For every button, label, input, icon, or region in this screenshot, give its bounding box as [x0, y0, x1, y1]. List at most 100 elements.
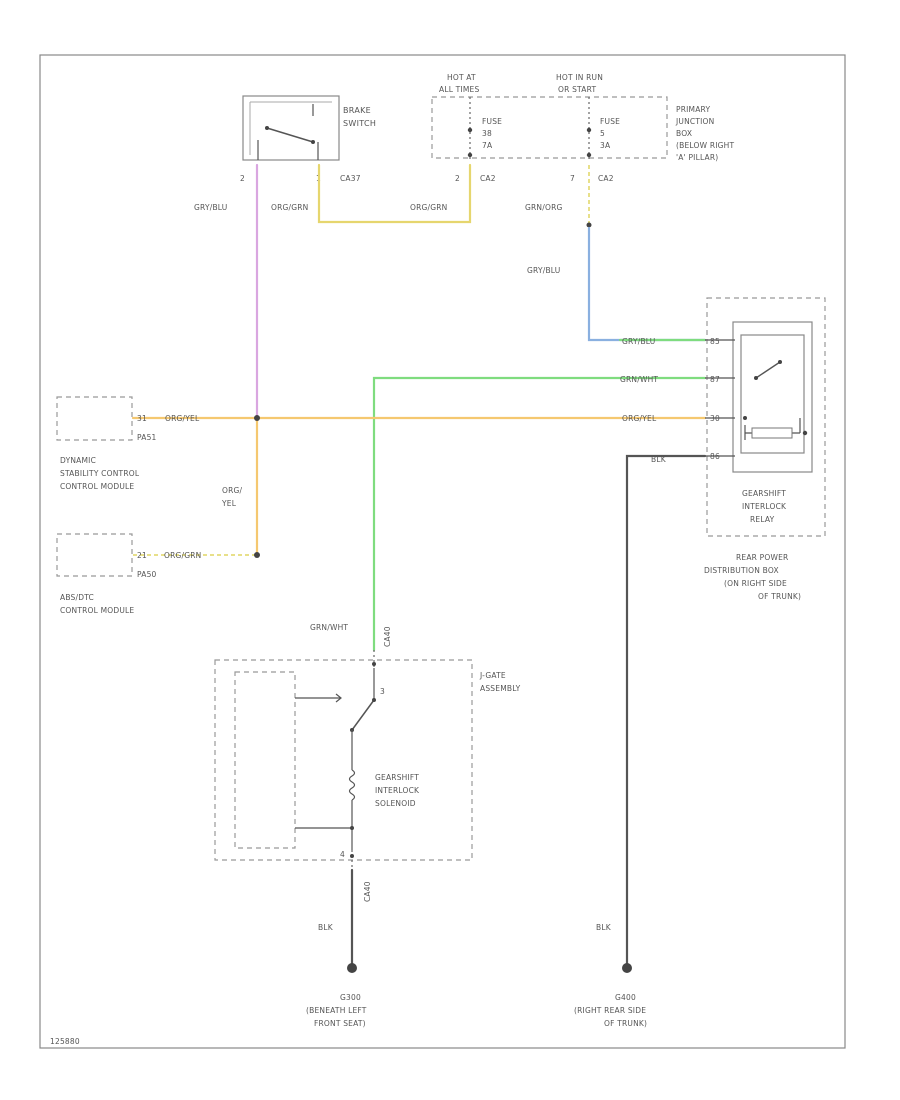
junction-box-outline: [431, 96, 668, 159]
ground-2-label-3: OF TRUNK): [604, 1019, 647, 1028]
dsc-module-box: [56, 396, 133, 441]
abs-module-box: [56, 533, 133, 577]
solenoid-label-2: INTERLOCK: [375, 786, 420, 795]
brake-switch-label-1: BRAKE: [343, 106, 371, 115]
jbox-pin-fuse1: 2: [455, 174, 460, 183]
jbox-label-2: JUNCTION: [675, 117, 714, 126]
ground-g400: G400 (RIGHT REAR SIDE OF TRUNK): [574, 963, 647, 1028]
ground-1-label-3: FRONT SEAT): [314, 1019, 366, 1028]
rear-power-distribution-box: [706, 297, 826, 537]
relay-pin-1: 85: [710, 337, 720, 346]
rpdb-label-2: DISTRIBUTION BOX: [704, 566, 779, 575]
lbl-blk-jgate: BLK: [318, 923, 334, 932]
lbl-grn-wht-jgate: GRN/WHT: [310, 623, 348, 632]
jbox-label-5: 'A' PILLAR): [676, 153, 718, 162]
ground-g300-icon: [347, 963, 357, 973]
brake-connector: CA37: [340, 174, 361, 183]
hot-at-2-line1: HOT IN RUN: [556, 73, 603, 82]
dsc-connector: PA51: [137, 433, 157, 442]
lbl-org-grn-abs: ORG/GRN: [164, 551, 202, 560]
solenoid-label-3: SOLENOID: [375, 799, 416, 808]
relay-contact: [755, 361, 781, 379]
ground-1-label-1: G300: [340, 993, 361, 1002]
j-gate-box: [214, 659, 473, 861]
wire-blk-relay-ground: [625, 454, 707, 970]
jgate-pin-top: 3: [380, 687, 385, 696]
primary-junction-box: HOT AT ALL TIMES HOT IN RUN OR START FUS…: [431, 73, 734, 183]
jgate-label-2: ASSEMBLY: [480, 684, 521, 693]
brake-switch-box: [242, 95, 340, 161]
ground-g400-icon: [622, 963, 632, 973]
solenoid-label-1: GEARSHIFT: [375, 773, 419, 782]
jbox-label-3: BOX: [676, 129, 692, 138]
lbl-org-yel-dsc: ORG/YEL: [165, 414, 200, 423]
brake-switch: BRAKE SWITCH 2 1 CA37: [240, 95, 376, 183]
dsc-label-2: STABILITY CONTROL: [60, 469, 140, 478]
fuse-1-l3: 7A: [482, 141, 493, 150]
dsc-label-1: DYNAMIC: [60, 456, 96, 465]
jgate-conn-top: CA40: [383, 626, 392, 647]
brake-switch-label-2: SWITCH: [343, 119, 376, 128]
jbox-conn-fuse2: CA2: [598, 174, 614, 183]
abs-label-1: ABS/DTC: [60, 593, 94, 602]
lbl-gry-blu-brake: GRY/BLU: [194, 203, 228, 212]
hot-at-1-line2: ALL TIMES: [439, 85, 479, 94]
rpdb-label-1: REAR POWER: [736, 553, 788, 562]
wire-grn-wht: [372, 376, 707, 652]
jgate-label-1: J-GATE: [479, 671, 506, 680]
lbl-org-yel-vert-2: YEL: [221, 499, 237, 508]
lbl-blk-relay: BLK: [651, 455, 667, 464]
lbl-org-grn-fuse: ORG/GRN: [410, 203, 448, 212]
dsc-label-3: CONTROL MODULE: [60, 482, 134, 491]
fuse-1-l1: FUSE: [482, 117, 502, 126]
relay-pin-4: 86: [710, 452, 720, 461]
jgate-switch: [351, 699, 375, 731]
jbox-conn-fuse1: CA2: [480, 174, 496, 183]
lbl-grn-wht-relay: GRN/WHT: [620, 375, 658, 384]
j-gate-inner: [234, 671, 296, 849]
lbl-gry-blu-relay-v: GRY/BLU: [527, 266, 561, 275]
fuse-2-l1: FUSE: [600, 117, 620, 126]
relay-coil: [751, 427, 793, 439]
ground-g300: G300 (BENEATH LEFT FRONT SEAT): [306, 963, 367, 1028]
wire-gry-blu-relay: [587, 226, 707, 342]
relay-label-3: RELAY: [750, 515, 775, 524]
relay-label-1: GEARSHIFT: [742, 489, 786, 498]
jgate-pin-bottom: 4: [340, 850, 345, 859]
ground-2-label-1: G400: [615, 993, 636, 1002]
lbl-blk-relay-ground: BLK: [596, 923, 612, 932]
fuse-1-l2: 38: [482, 129, 492, 138]
abs-pin: 21: [137, 551, 147, 560]
j-gate-assembly: CA40 3 4 CA40 J-GATE ASSEMBLY GEARSHIFT …: [214, 626, 521, 902]
relay-pin-2: 87: [710, 375, 720, 384]
relay-inner: [740, 334, 805, 454]
hot-at-1-line1: HOT AT: [447, 73, 476, 82]
ground-2-label-2: (RIGHT REAR SIDE: [574, 1006, 646, 1015]
hot-at-2-line2: OR START: [558, 85, 596, 94]
abs-module: 21 PA50 ABS/DTC CONTROL MODULE: [56, 533, 157, 615]
fuse-2-l2: 5: [600, 129, 605, 138]
diagram-frame: [39, 54, 846, 1049]
dsc-module: 31 PA51 DYNAMIC STABILITY CONTROL CONTRO…: [56, 396, 157, 491]
jbox-pin-fuse2: 7: [570, 174, 575, 183]
solenoid-coil: [348, 769, 356, 801]
abs-label-2: CONTROL MODULE: [60, 606, 134, 615]
ground-1-label-2: (BENEATH LEFT: [306, 1006, 367, 1015]
lbl-org-grn-brake: ORG/GRN: [271, 203, 309, 212]
lbl-gry-blu-relay-h: GRY/BLU: [622, 337, 656, 346]
jbox-label-1: PRIMARY: [676, 105, 710, 114]
switch-contact: [266, 127, 314, 143]
brake-pin-left: 2: [240, 174, 245, 183]
relay-box: [732, 321, 813, 473]
jgate-conn-bottom: CA40: [363, 881, 372, 902]
lbl-grn-org-fuse: GRN/ORG: [525, 203, 563, 212]
abs-connector: PA50: [137, 570, 157, 579]
rpdb-label-4: OF TRUNK): [758, 592, 801, 601]
footer-code: 125880: [50, 1037, 80, 1046]
relay-label-2: INTERLOCK: [742, 502, 787, 511]
jbox-label-4: (BELOW RIGHT: [676, 141, 734, 150]
relay-pin-3: 30: [710, 414, 720, 423]
lbl-org-yel-relay: ORG/YEL: [622, 414, 657, 423]
rpdb-label-3: (ON RIGHT SIDE: [724, 579, 787, 588]
